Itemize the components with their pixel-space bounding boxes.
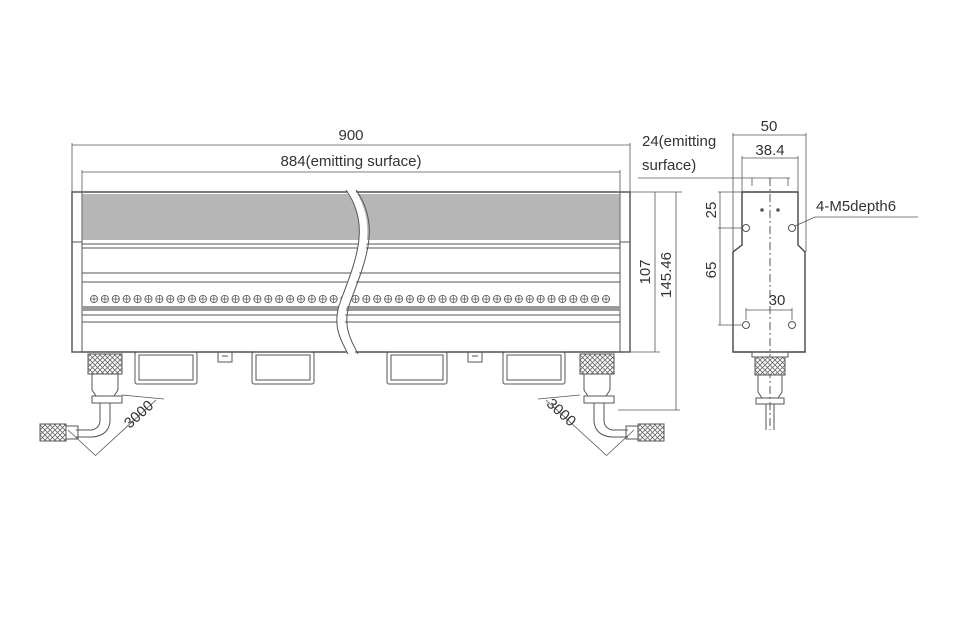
led [405,294,414,303]
thread-note: 4-M5depth6 [816,198,896,215]
led [307,294,316,303]
led [155,294,164,303]
led [482,294,491,303]
led [449,294,458,303]
led [122,294,131,303]
led [460,294,469,303]
side-view: 50 38.4 24(emitting surface) 25 65 30 4-… [638,118,918,430]
led [166,294,175,303]
led [188,294,197,303]
break-gap [336,187,368,356]
led [514,294,523,303]
led [286,294,295,303]
heat-sink-fins [82,194,620,240]
side-dimensions [638,133,918,326]
led [395,294,404,303]
break-line [336,189,360,355]
led [362,294,371,303]
mounting-holes [742,208,796,329]
led [384,294,393,303]
side-body [732,191,806,353]
led [558,294,567,303]
led [591,294,600,303]
led [493,294,502,303]
led [547,294,556,303]
break-line [346,189,370,355]
led [90,294,99,303]
lower-stripe [82,306,620,311]
emitting-length-label: 884(emitting surface) [281,153,422,170]
led [427,294,436,303]
inner-width-label: 38.4 [755,142,784,159]
led [602,294,611,303]
led [111,294,120,303]
hole-offset-label: 25 [703,202,720,219]
led [329,294,338,303]
left-cable-length-label: 3000 [121,397,157,432]
width-label: 50 [761,118,778,135]
led [264,294,273,303]
overall-length-label: 900 [338,127,363,144]
led [318,294,327,303]
led [177,294,186,303]
led [296,294,305,303]
mounting-brackets [134,351,566,385]
led [525,294,534,303]
front-view: 900 884(emitting surface) 107 145.46 300… [39,127,682,457]
led-row [90,294,611,303]
hole-horizontal-spacing-label: 30 [769,292,786,309]
left-connector [39,353,123,442]
led [242,294,251,303]
body-height-label: 107 [637,259,654,284]
led [503,294,512,303]
side-connector [751,351,789,430]
led [351,294,360,303]
right-end-cap [619,191,631,353]
led [100,294,109,303]
led [231,294,240,303]
led [580,294,589,303]
led [536,294,545,303]
led [373,294,382,303]
led [144,294,153,303]
left-end-cap [71,191,83,353]
emitting-width-label-2: surface) [642,157,696,174]
led [198,294,207,303]
emitting-width-label: 24(emitting [642,133,716,150]
led [471,294,480,303]
led [253,294,262,303]
right-connector [579,353,665,442]
hole-vertical-spacing-label: 65 [703,262,720,279]
led [416,294,425,303]
led [209,294,218,303]
led [438,294,447,303]
total-height-label: 145.46 [658,252,675,298]
led [275,294,284,303]
led [220,294,229,303]
front-dimensions [67,143,682,457]
led [569,294,578,303]
led [133,294,142,303]
